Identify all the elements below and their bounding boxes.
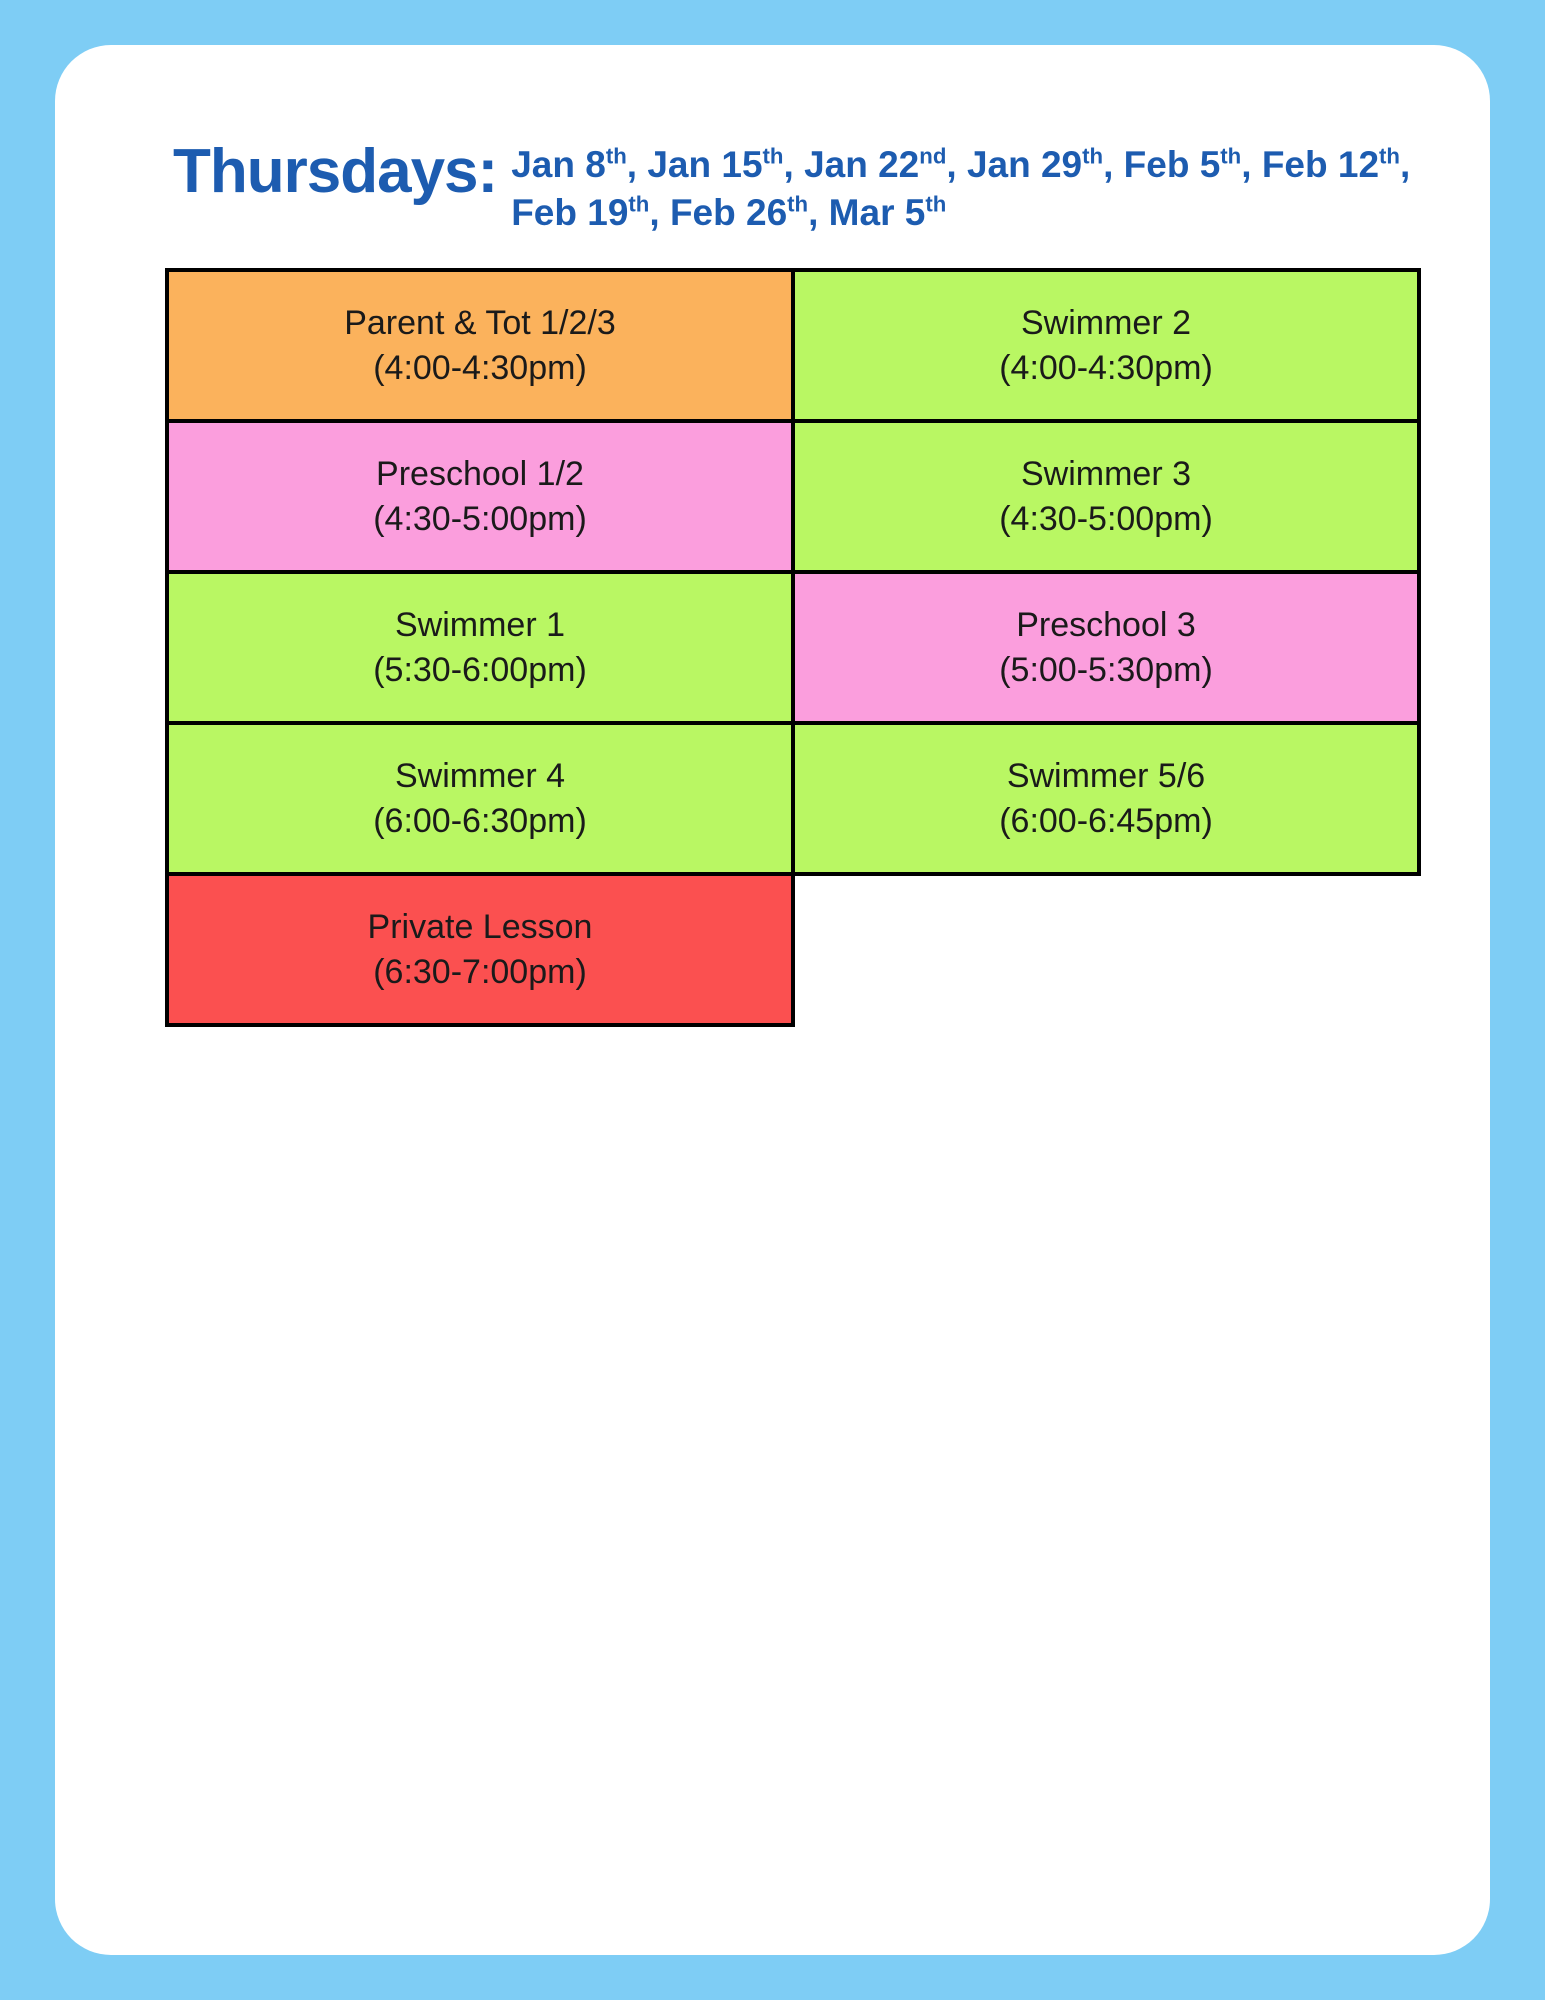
date-ordinal-suffix: th (1220, 143, 1242, 169)
class-time: (5:30-6:00pm) (373, 650, 587, 689)
date-entry: Feb 26th (670, 192, 808, 233)
date-ordinal-suffix: nd (919, 143, 947, 169)
date-ordinal-suffix: th (1379, 143, 1400, 169)
schedule-header: Thursdays: Jan 8th, Jan 15th, Jan 22nd, … (173, 103, 1463, 237)
class-name: Preschool 1/2 (376, 455, 584, 494)
class-time: (4:00-4:30pm) (373, 348, 587, 387)
date-entry: Feb 5th (1124, 144, 1242, 185)
schedule-cell[interactable]: Swimmer 3 (4:30-5:00pm) (791, 419, 1421, 574)
schedule-card: Thursdays: Jan 8th, Jan 15th, Jan 22nd, … (55, 45, 1490, 1955)
date-ordinal-suffix: th (605, 143, 627, 169)
class-time: (4:30-5:00pm) (373, 499, 587, 538)
schedule-row: Swimmer 4 (6:00-6:30pm) Swimmer 5/6 (6:00-6… (165, 721, 1485, 876)
class-name: Swimmer 5/6 (1006, 757, 1206, 796)
class-name: Swimmer 3 (1020, 455, 1192, 494)
date-ordinal-suffix: th (787, 191, 809, 217)
date-separator: , (649, 192, 670, 234)
date-entry: Feb 12th (1262, 144, 1400, 185)
date-entry: Jan 15th (647, 144, 783, 185)
date-entry: Jan 8th (511, 144, 627, 185)
schedule-cell[interactable]: Swimmer 4 (6:00-6:30pm) (165, 721, 795, 876)
dates-list: Jan 8th, Jan 15th, Jan 22nd, Jan 29th, F… (511, 141, 1463, 237)
class-time: (5:00-5:30pm) (999, 650, 1213, 689)
date-entry: Jan 29th (967, 144, 1103, 185)
schedule-grid: Parent & Tot 1/2/3(4:00-4:30pm)Swimmer 2… (165, 268, 1485, 1027)
date-label: Jan 15 (647, 144, 763, 185)
schedule-cell-empty (791, 872, 1421, 1027)
schedule-row: Private Lesson (6:30-7:00pm) (165, 872, 1485, 1027)
class-name: Parent & Tot 1/2/3 (344, 304, 616, 343)
date-label: Mar 5 (828, 192, 926, 234)
date-separator: , (1241, 144, 1262, 185)
date-label: Feb 12 (1261, 144, 1380, 185)
schedule-row: Swimmer 1 (5:30-6:00pm) Preschool 3 (5:00-5… (165, 570, 1485, 725)
date-label: Jan 29 (966, 144, 1083, 185)
class-name: Preschool 3 (1016, 606, 1196, 645)
date-separator: , (626, 144, 648, 185)
date-ordinal-suffix: th (1082, 143, 1104, 169)
date-ordinal-suffix: th (762, 143, 784, 169)
date-label: Jan 8 (511, 144, 606, 185)
date-ordinal-suffix: th (628, 191, 650, 217)
class-time: (6:00-6:45pm) (999, 801, 1213, 840)
schedule-cell[interactable]: Preschool 3 (5:00-5:30pm) (791, 570, 1421, 725)
class-time: (4:00-4:30pm) (999, 348, 1213, 387)
schedule-row: Preschool 1/2 (4:30-5:00pm) Swimmer 3 (4:30… (165, 419, 1485, 574)
date-separator: , (1103, 144, 1124, 185)
class-time: (4:30-5:00pm) (999, 499, 1213, 538)
schedule-row: Parent & Tot 1/2/3(4:00-4:30pm)Swimmer 2… (165, 268, 1485, 423)
class-time: (6:30-7:00pm) (373, 952, 587, 991)
class-name: Swimmer 1 (394, 606, 566, 645)
schedule-cell[interactable]: Swimmer 5/6 (6:00-6:45pm) (791, 721, 1421, 876)
class-name: Swimmer 2 (1020, 304, 1192, 343)
schedule-cell[interactable]: Swimmer 1 (5:30-6:00pm) (165, 570, 795, 725)
class-time: (6:00-6:30pm) (373, 801, 587, 840)
schedule-cell[interactable]: Preschool 1/2 (4:30-5:00pm) (165, 419, 795, 574)
schedule-cell[interactable]: Parent & Tot 1/2/3 (4:00-4:30pm) (165, 268, 795, 423)
schedule-cell[interactable]: Private Lesson (6:30-7:00pm) (165, 872, 795, 1027)
date-label: Feb 26 (669, 192, 788, 234)
schedule-cell[interactable]: Swimmer 2 (4:00-4:30pm) (791, 268, 1421, 423)
date-label: Feb 5 (1123, 144, 1221, 185)
date-label: Jan 22 (804, 144, 920, 185)
date-separator: , (783, 144, 805, 185)
date-separator: , (808, 192, 829, 234)
date-entry: Feb 19th (511, 192, 649, 233)
date-separator: , (1399, 144, 1411, 185)
date-entry: Mar 5th (829, 192, 947, 233)
class-name: Swimmer 4 (394, 757, 566, 796)
date-ordinal-suffix: th (925, 191, 947, 217)
class-name: Private Lesson (367, 908, 593, 947)
page-title: Thursdays: (173, 137, 498, 206)
date-label: Feb 19 (511, 192, 629, 234)
date-entry: Jan 22nd (804, 144, 946, 185)
date-separator: , (946, 144, 967, 185)
